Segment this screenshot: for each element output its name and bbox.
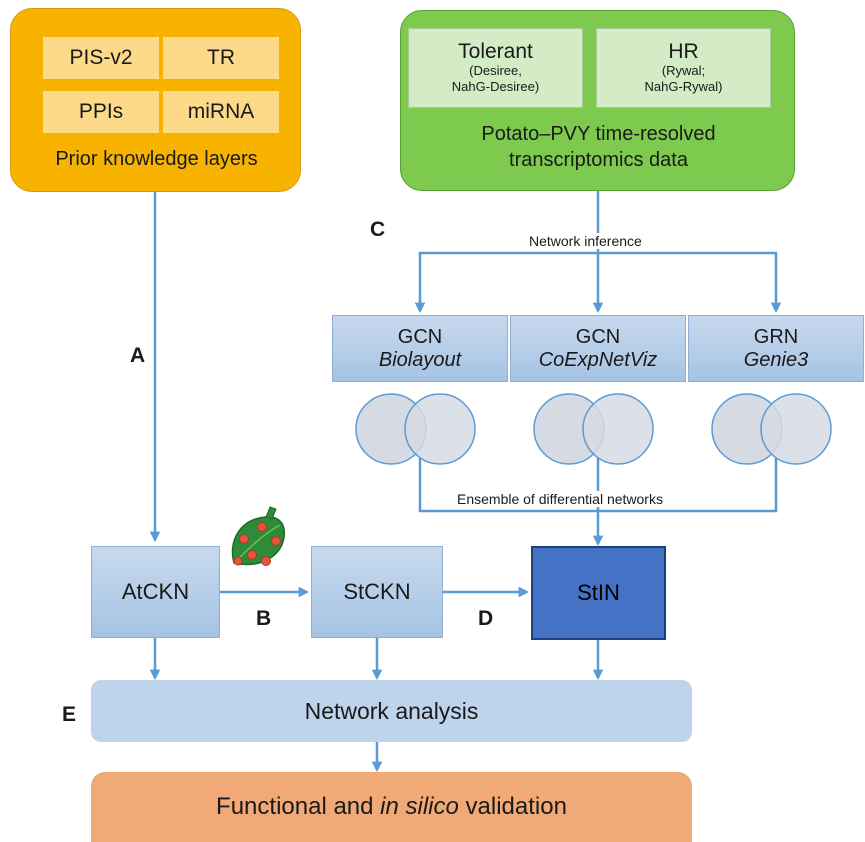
ensemble-label: Ensemble of differential networks <box>454 491 666 507</box>
validation-suffix: validation <box>458 793 567 820</box>
network-gcn-biolayout-kind: GCN <box>397 325 443 348</box>
network-inference-bracket <box>418 251 778 311</box>
network-gcn-coexpnetviz-tool: CoExpNetViz <box>538 348 658 371</box>
leaf-icon <box>231 506 286 566</box>
step-label-d: D <box>478 607 494 630</box>
network-gcn-biolayout-tool: Biolayout <box>378 348 462 371</box>
transcriptomics-panel: Tolerant (Desiree, NahG-Desiree) HR (Ryw… <box>400 10 795 191</box>
transcriptomics-caption: Potato–PVY time-resolved transcriptomics… <box>401 117 796 177</box>
condition-hr-detail-1: (Rywal; <box>661 63 706 78</box>
transcriptomics-caption-line-1: Potato–PVY time-resolved <box>481 123 716 145</box>
condition-tolerant-name: Tolerant <box>458 40 533 63</box>
network-grn-genie3-kind: GRN <box>753 325 799 348</box>
step-label-e: E <box>62 703 77 726</box>
condition-hr-detail-2: NahG-Rywal) <box>644 79 723 94</box>
prior-knowledge-panel: PIS-v2 TR PPIs miRNA Prior knowledge lay… <box>10 8 301 192</box>
network-analysis-bar: Network analysis <box>91 680 692 742</box>
venn-diagram-icon <box>533 393 654 465</box>
venn-diagram-icon <box>711 393 832 465</box>
layer-ppis: PPIs <box>43 91 159 133</box>
network-gcn-biolayout: GCN Biolayout <box>332 315 508 382</box>
condition-hr: HR (Rywal; NahG-Rywal) <box>596 28 771 108</box>
layer-tr: TR <box>163 37 279 79</box>
step-label-a: A <box>130 344 146 367</box>
condition-tolerant: Tolerant (Desiree, NahG-Desiree) <box>408 28 583 108</box>
validation-bar: Functional and in silico validation <box>91 772 692 842</box>
atckn-box: AtCKN <box>91 546 220 638</box>
network-gcn-coexpnetviz-kind: GCN <box>575 325 621 348</box>
prior-knowledge-caption: Prior knowledge layers <box>55 147 258 170</box>
network-grn-genie3-tool: Genie3 <box>743 348 809 371</box>
venn-diagram-icon <box>355 393 476 465</box>
stin-box: StIN <box>531 546 666 640</box>
transcriptomics-caption-line-2: transcriptomics data <box>509 149 688 171</box>
layer-mirna: miRNA <box>163 91 279 133</box>
condition-tolerant-detail-2: NahG-Desiree) <box>451 79 540 94</box>
stckn-box: StCKN <box>311 546 443 638</box>
network-gcn-coexpnetviz: GCN CoExpNetViz <box>510 315 686 382</box>
validation-prefix: Functional and <box>216 793 381 820</box>
layer-pis-v2: PIS-v2 <box>43 37 159 79</box>
condition-tolerant-detail-1: (Desiree, <box>469 63 522 78</box>
validation-italic: in silico <box>380 793 459 820</box>
step-label-c: C <box>370 218 386 241</box>
step-label-b: B <box>256 607 272 630</box>
network-grn-genie3: GRN Genie3 <box>688 315 864 382</box>
condition-hr-name: HR <box>668 40 699 63</box>
network-inference-label: Network inference <box>526 233 645 249</box>
